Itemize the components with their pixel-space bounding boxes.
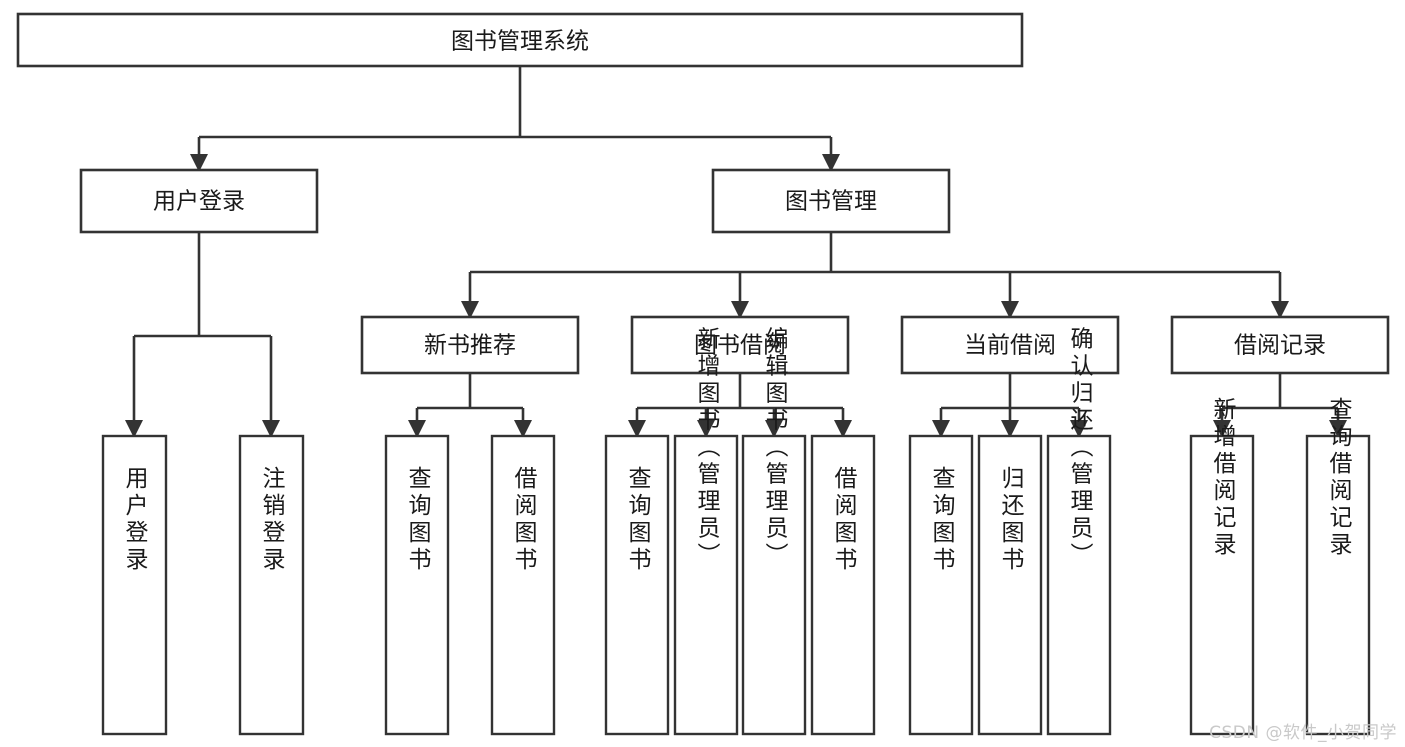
leaf-user-login-signin-label: 用户登录 [121, 466, 149, 574]
leaf-borrow-add-label: 新增图书（管理员） [693, 327, 721, 570]
leaf-borrow-lend[interactable]: 借阅图书 [810, 434, 876, 736]
edges-records-to-leaves [1213, 373, 1347, 438]
node-current-borrow[interactable]: 当前借阅 [900, 315, 1120, 375]
leaf-current-return[interactable]: 归还图书 [977, 434, 1043, 736]
node-user-login-label: 用户登录 [153, 189, 245, 215]
leaf-current-confirm-return[interactable]: 确认归还（管理员） [1046, 327, 1112, 736]
node-root-system-label: 图书管理系统 [451, 29, 589, 55]
leaf-borrow-add[interactable]: 新增图书（管理员） [673, 327, 739, 736]
node-borrow-records-label: 借阅记录 [1234, 333, 1326, 359]
leaf-borrow-edit[interactable]: 编辑图书（管理员） [741, 327, 807, 736]
leaf-records-add-label: 新增借阅记录 [1209, 397, 1237, 559]
edges-root-to-level2 [190, 66, 840, 172]
leaf-current-query-label: 查询图书 [928, 466, 956, 574]
leaf-user-login-signout[interactable]: 注销登录 [238, 434, 305, 736]
node-book-management-label: 图书管理 [785, 189, 877, 215]
leaf-newbook-query[interactable]: 查询图书 [384, 434, 450, 736]
leaf-borrow-query[interactable]: 查询图书 [604, 434, 670, 736]
leaf-newbook-query-label: 查询图书 [404, 466, 432, 574]
leaf-records-query-label: 查询借阅记录 [1325, 397, 1353, 559]
node-new-book-recommend-label: 新书推荐 [424, 333, 516, 359]
leaf-borrow-query-label: 查询图书 [624, 466, 652, 574]
leaf-current-query[interactable]: 查询图书 [908, 434, 974, 736]
edges-current-to-leaves [932, 373, 1088, 438]
node-book-borrow-label: 图书借阅 [694, 333, 786, 359]
leaf-user-login-signin[interactable]: 用户登录 [101, 434, 168, 736]
node-borrow-records[interactable]: 借阅记录 [1170, 315, 1390, 375]
edges-borrow-to-leaves [628, 373, 852, 438]
node-root-system[interactable]: 图书管理系统 [16, 12, 1024, 68]
edges-newbook-to-leaves [408, 373, 532, 438]
leaf-newbook-borrow-label: 借阅图书 [510, 466, 538, 574]
leaf-newbook-borrow[interactable]: 借阅图书 [490, 434, 556, 736]
node-book-management[interactable]: 图书管理 [711, 168, 951, 234]
leaf-user-login-signout-label: 注销登录 [258, 466, 286, 574]
node-user-login[interactable]: 用户登录 [79, 168, 319, 234]
node-new-book-recommend[interactable]: 新书推荐 [360, 315, 580, 375]
leaf-records-query[interactable]: 查询借阅记录 [1305, 397, 1371, 736]
leaf-borrow-edit-label: 编辑图书（管理员） [761, 327, 789, 570]
edges-bookmgmt-to-level3 [461, 232, 1289, 319]
leaf-current-return-label: 归还图书 [997, 466, 1025, 574]
leaf-borrow-lend-label: 借阅图书 [830, 466, 858, 574]
node-book-borrow[interactable]: 图书借阅 [630, 315, 850, 375]
edges-userlogin-to-leaves [125, 232, 280, 438]
leaf-records-add[interactable]: 新增借阅记录 [1189, 397, 1255, 736]
node-current-borrow-label: 当前借阅 [964, 333, 1056, 359]
leaf-current-confirm-return-label: 确认归还（管理员） [1066, 327, 1094, 570]
